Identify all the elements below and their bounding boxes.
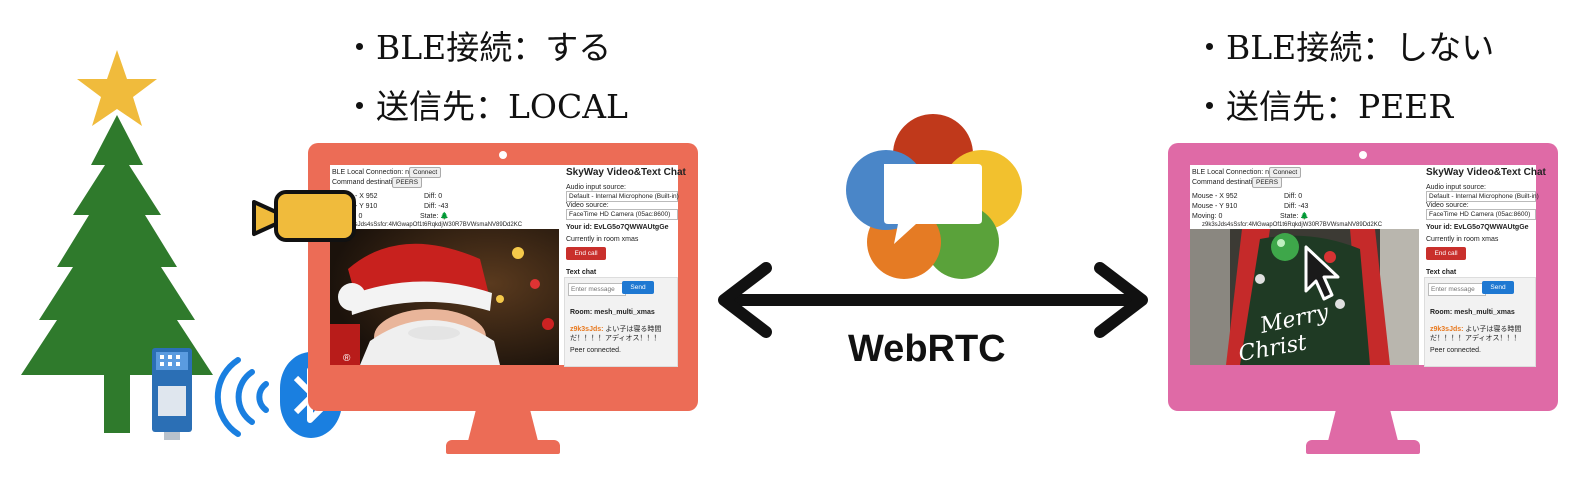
current-room: Currently in room xmas: [1426, 236, 1499, 243]
state-status: State: 🌲: [1280, 213, 1309, 220]
video-source-label: Video source:: [1426, 202, 1469, 209]
right-caption-ble: ・BLE接続：しない: [1193, 28, 1495, 67]
app-title: SkyWay Video&Text Chat: [566, 167, 686, 178]
mouse-x: Mouse - X 952: [1192, 193, 1238, 200]
app-title: SkyWay Video&Text Chat: [1426, 167, 1546, 178]
diff-y: Diff: -43: [424, 203, 449, 210]
right-screen: BLE Local Connection: none Connect Comma…: [1190, 165, 1546, 367]
send-button[interactable]: Send: [622, 281, 654, 294]
connect-button[interactable]: Connect: [1269, 167, 1302, 178]
ble-connection-status: BLE Local Connection: none: [332, 169, 421, 176]
command-destination-select[interactable]: PEERS: [392, 177, 423, 188]
left-screen: BLE Local Connection: none Connect Comma…: [330, 165, 686, 367]
left-caption-destination: ・送信先：LOCAL: [343, 87, 628, 126]
diff-x: Diff: 0: [1284, 193, 1303, 200]
chat-message-text: よい子は寝る時間だ！！！！アディオス！！！: [570, 326, 662, 342]
mouse-y: Mouse - Y 910: [1192, 203, 1238, 210]
text-chat-heading: Text chat: [1426, 269, 1457, 276]
left-monitor-base: [446, 440, 560, 454]
peer-status: Peer connected.: [570, 347, 621, 354]
chat-room-name: Room: mesh_multi_xmas: [570, 309, 655, 316]
peer-token: z9k3sJds4sSsfcr:4MGwapOf1t6RqkdjW30R7BVW…: [1202, 222, 1383, 228]
your-id: Your id: EvLG5o7QWWAUtgGe: [566, 224, 669, 231]
left-caption-ble: ・BLE接続：する: [343, 28, 612, 67]
current-room: Currently in room xmas: [566, 236, 639, 243]
audio-source-select[interactable]: Default - Internal Microphone (Built-in): [566, 191, 679, 202]
chat-user: z9k3sJds:: [570, 326, 604, 333]
device-icon: [152, 348, 192, 440]
chat-message-text: よい子は寝る時間だ！！！！アディオス！！！: [1430, 326, 1522, 342]
moving-status: Moving: 0: [1192, 213, 1223, 220]
left-monitor-webcam: [499, 151, 507, 159]
webrtc-logo-icon: [846, 114, 1022, 279]
chat-room-name: Room: mesh_multi_xmas: [1430, 309, 1515, 316]
command-destination-select[interactable]: PEERS: [1252, 177, 1283, 188]
mouse-x: Mouse - X 952: [332, 193, 378, 200]
wireless-icon: [214, 357, 269, 437]
connect-button[interactable]: Connect: [409, 167, 442, 178]
state-status: State: 🌲: [420, 213, 449, 220]
tree-icon: [21, 50, 213, 433]
cursor-icon: [1304, 245, 1340, 301]
camera-icon: [252, 190, 356, 242]
audio-source-label: Audio input source:: [566, 184, 626, 191]
diff-x: Diff: 0: [424, 193, 443, 200]
peer-status: Peer connected.: [1430, 347, 1481, 354]
audio-source-select[interactable]: Default - Internal Microphone (Built-in): [1426, 191, 1539, 202]
text-chat-heading: Text chat: [566, 269, 597, 276]
diff-y: Diff: -43: [1284, 203, 1309, 210]
message-input[interactable]: [1428, 283, 1486, 296]
left-monitor-neck: [467, 411, 539, 445]
ble-connection-status: BLE Local Connection: none: [1192, 169, 1281, 176]
webrtc-label: WebRTC: [848, 328, 1006, 370]
right-monitor-webcam: [1359, 151, 1367, 159]
chat-message: z9k3sJds: よい子は寝る時間だ！！！！アディオス！！！: [570, 325, 674, 343]
video-source-select[interactable]: FaceTime HD Camera (05ac:8600): [1426, 209, 1536, 220]
peer-token: z9k3sJds4sSsfcr:4MGwapOf1t6RqkdjW30R7BVW…: [342, 222, 523, 228]
end-call-button[interactable]: End call: [1426, 247, 1466, 260]
end-call-button[interactable]: End call: [566, 247, 606, 260]
command-destination-label: Command destination:: [1192, 179, 1263, 186]
double-arrow-icon: [718, 262, 1148, 338]
right-caption-destination: ・送信先：PEER: [1193, 87, 1454, 126]
message-input[interactable]: [568, 283, 626, 296]
santa-video: [330, 229, 559, 365]
right-monitor-neck: [1327, 411, 1399, 445]
registered-mark: ®: [343, 353, 351, 364]
chat-user: z9k3sJds:: [1430, 326, 1464, 333]
video-source-select[interactable]: FaceTime HD Camera (05ac:8600): [566, 209, 678, 220]
star-icon: [77, 50, 157, 126]
send-button[interactable]: Send: [1482, 281, 1514, 294]
chat-message: z9k3sJds: よい子は寝る時間だ！！！！アディオス！！！: [1430, 325, 1532, 343]
video-source-label: Video source:: [566, 202, 609, 209]
right-monitor-base: [1306, 440, 1420, 454]
command-destination-label: Command destination:: [332, 179, 403, 186]
audio-source-label: Audio input source:: [1426, 184, 1486, 191]
your-id: Your id: EvLG5o7QWWAUtgGe: [1426, 224, 1529, 231]
xmas-video: Merry Christ: [1190, 229, 1419, 367]
